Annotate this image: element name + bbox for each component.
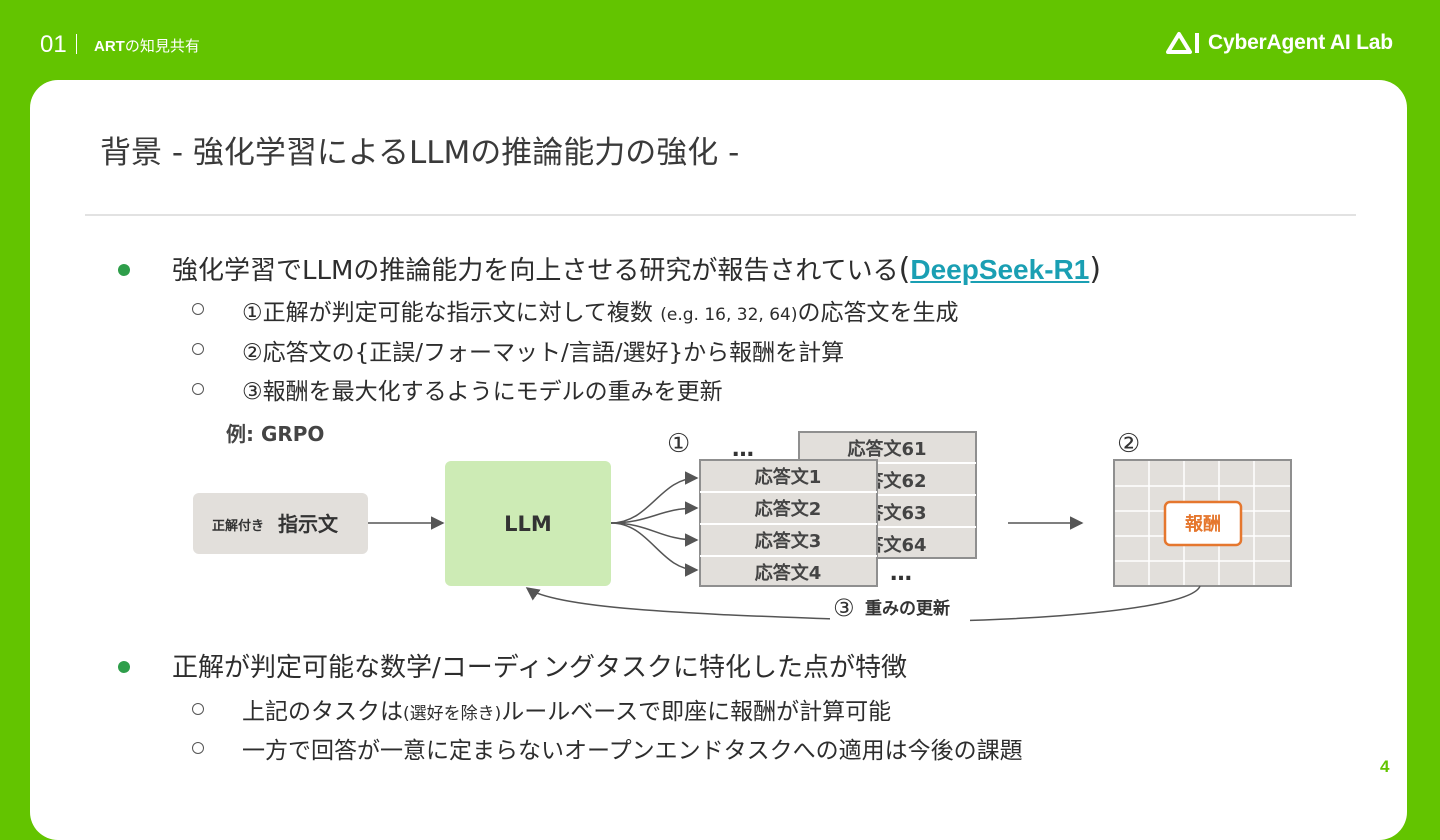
- bullet-1-text: 強化学習でLLMの推論能力を向上させる研究が報告されている: [172, 256, 899, 286]
- front-response-2: 応答文2: [755, 498, 822, 520]
- ellipsis-top: …: [732, 437, 754, 462]
- reward-label: 報酬: [1185, 513, 1221, 535]
- fan-arrow-1: [610, 471, 699, 524]
- sub-bullet-ring: [192, 383, 204, 395]
- sub-bullet-ring: [192, 703, 204, 715]
- input-small-label: 正解付き: [212, 518, 264, 534]
- ellipsis-bottom: …: [890, 561, 912, 586]
- update-label: 重みの更新: [865, 598, 950, 619]
- step-3-marker: ③: [833, 594, 855, 622]
- fan-arrow-3: [610, 522, 699, 547]
- page-number: 4: [1380, 757, 1390, 776]
- grpo-diagram: 例: GRPO 正解付き 指示文 LLM ① … 応答文61 応答文62 応答文…: [193, 422, 1292, 622]
- bullet-1: 強化学習でLLMの推論能力を向上させる研究が報告されている(DeepSeek-R…: [172, 250, 1101, 287]
- reward-box: [1163, 500, 1243, 547]
- llm-label: LLM: [504, 512, 552, 536]
- sub-bullet-ring: [192, 343, 204, 355]
- bullet-2: 正解が判定可能な数学/コーディングタスクに特化した点が特徴: [172, 653, 907, 683]
- sub-bullet-ring: [192, 742, 204, 754]
- sub-bullet-2-1: 上記のタスクは(選好を除き)ルールベースで即座に報酬が計算可能: [242, 692, 891, 726]
- step-2-marker: ②: [1117, 429, 1140, 459]
- fan-arrow-2: [610, 501, 699, 524]
- input-big-label: 指示文: [278, 512, 339, 536]
- slide-title: 背景 - 強化学習によるLLMの推論能力の強化 -: [100, 135, 740, 171]
- sub-bullet-2-2: 一方で回答が一意に定まらないオープンエンドタスクへの適用は今後の課題: [242, 738, 1023, 764]
- sub-bullet-1-pre: ①正解が判定可能な指示文に対して複数: [242, 300, 661, 326]
- company-logo: CyberAgent AI Lab: [1166, 31, 1393, 55]
- bullet-dot: [118, 661, 130, 673]
- sub-bullet-2-1-small: (選好を除き): [403, 704, 502, 724]
- section-label: ARTの知見共有: [94, 35, 200, 56]
- sub-bullet-3: ③報酬を最大化するようにモデルの重みを更新: [242, 379, 723, 405]
- sub-bullet-ring: [192, 303, 204, 315]
- sub-bullet-1: ①正解が判定可能な指示文に対して複数 (e.g. 16, 32, 64)の応答文…: [242, 293, 959, 327]
- paren-close: ): [1089, 252, 1102, 287]
- example-label: 例: GRPO: [226, 422, 324, 446]
- update-label-bg: [830, 592, 970, 622]
- front-response-4: 応答文4: [755, 562, 822, 584]
- sub-bullet-2-1-post: ルールベースで即座に報酬が計算可能: [501, 699, 892, 725]
- front-response-3: 応答文3: [755, 530, 822, 552]
- front-response-1: 応答文1: [755, 466, 822, 488]
- logo-mark-icon: [1166, 32, 1199, 54]
- back-response-61: 応答文61: [847, 438, 926, 460]
- section-label-jp: の知見共有: [124, 37, 200, 55]
- llm-box: [445, 461, 611, 586]
- section-number: 01: [40, 31, 67, 58]
- fan-arrow-4: [610, 522, 699, 577]
- sub-bullet-2-1-pre: 上記のタスクは: [242, 699, 403, 725]
- step-1-marker: ①: [667, 429, 690, 459]
- bullet-dot: [118, 264, 130, 276]
- title-rule: [85, 214, 1356, 216]
- section-label-latin: ART: [94, 38, 125, 55]
- paren-open: (: [898, 252, 911, 287]
- deepseek-link[interactable]: DeepSeek-R1: [910, 254, 1090, 285]
- logo-text: CyberAgent AI Lab: [1208, 31, 1393, 54]
- input-box: [193, 493, 368, 554]
- sub-bullet-2: ②応答文の{正誤/フォーマット/言語/選好}から報酬を計算: [242, 340, 845, 366]
- header-divider: [76, 34, 77, 54]
- sub-bullet-1-small: (e.g. 16, 32, 64): [660, 305, 798, 325]
- sub-bullet-1-post: の応答文を生成: [797, 300, 959, 326]
